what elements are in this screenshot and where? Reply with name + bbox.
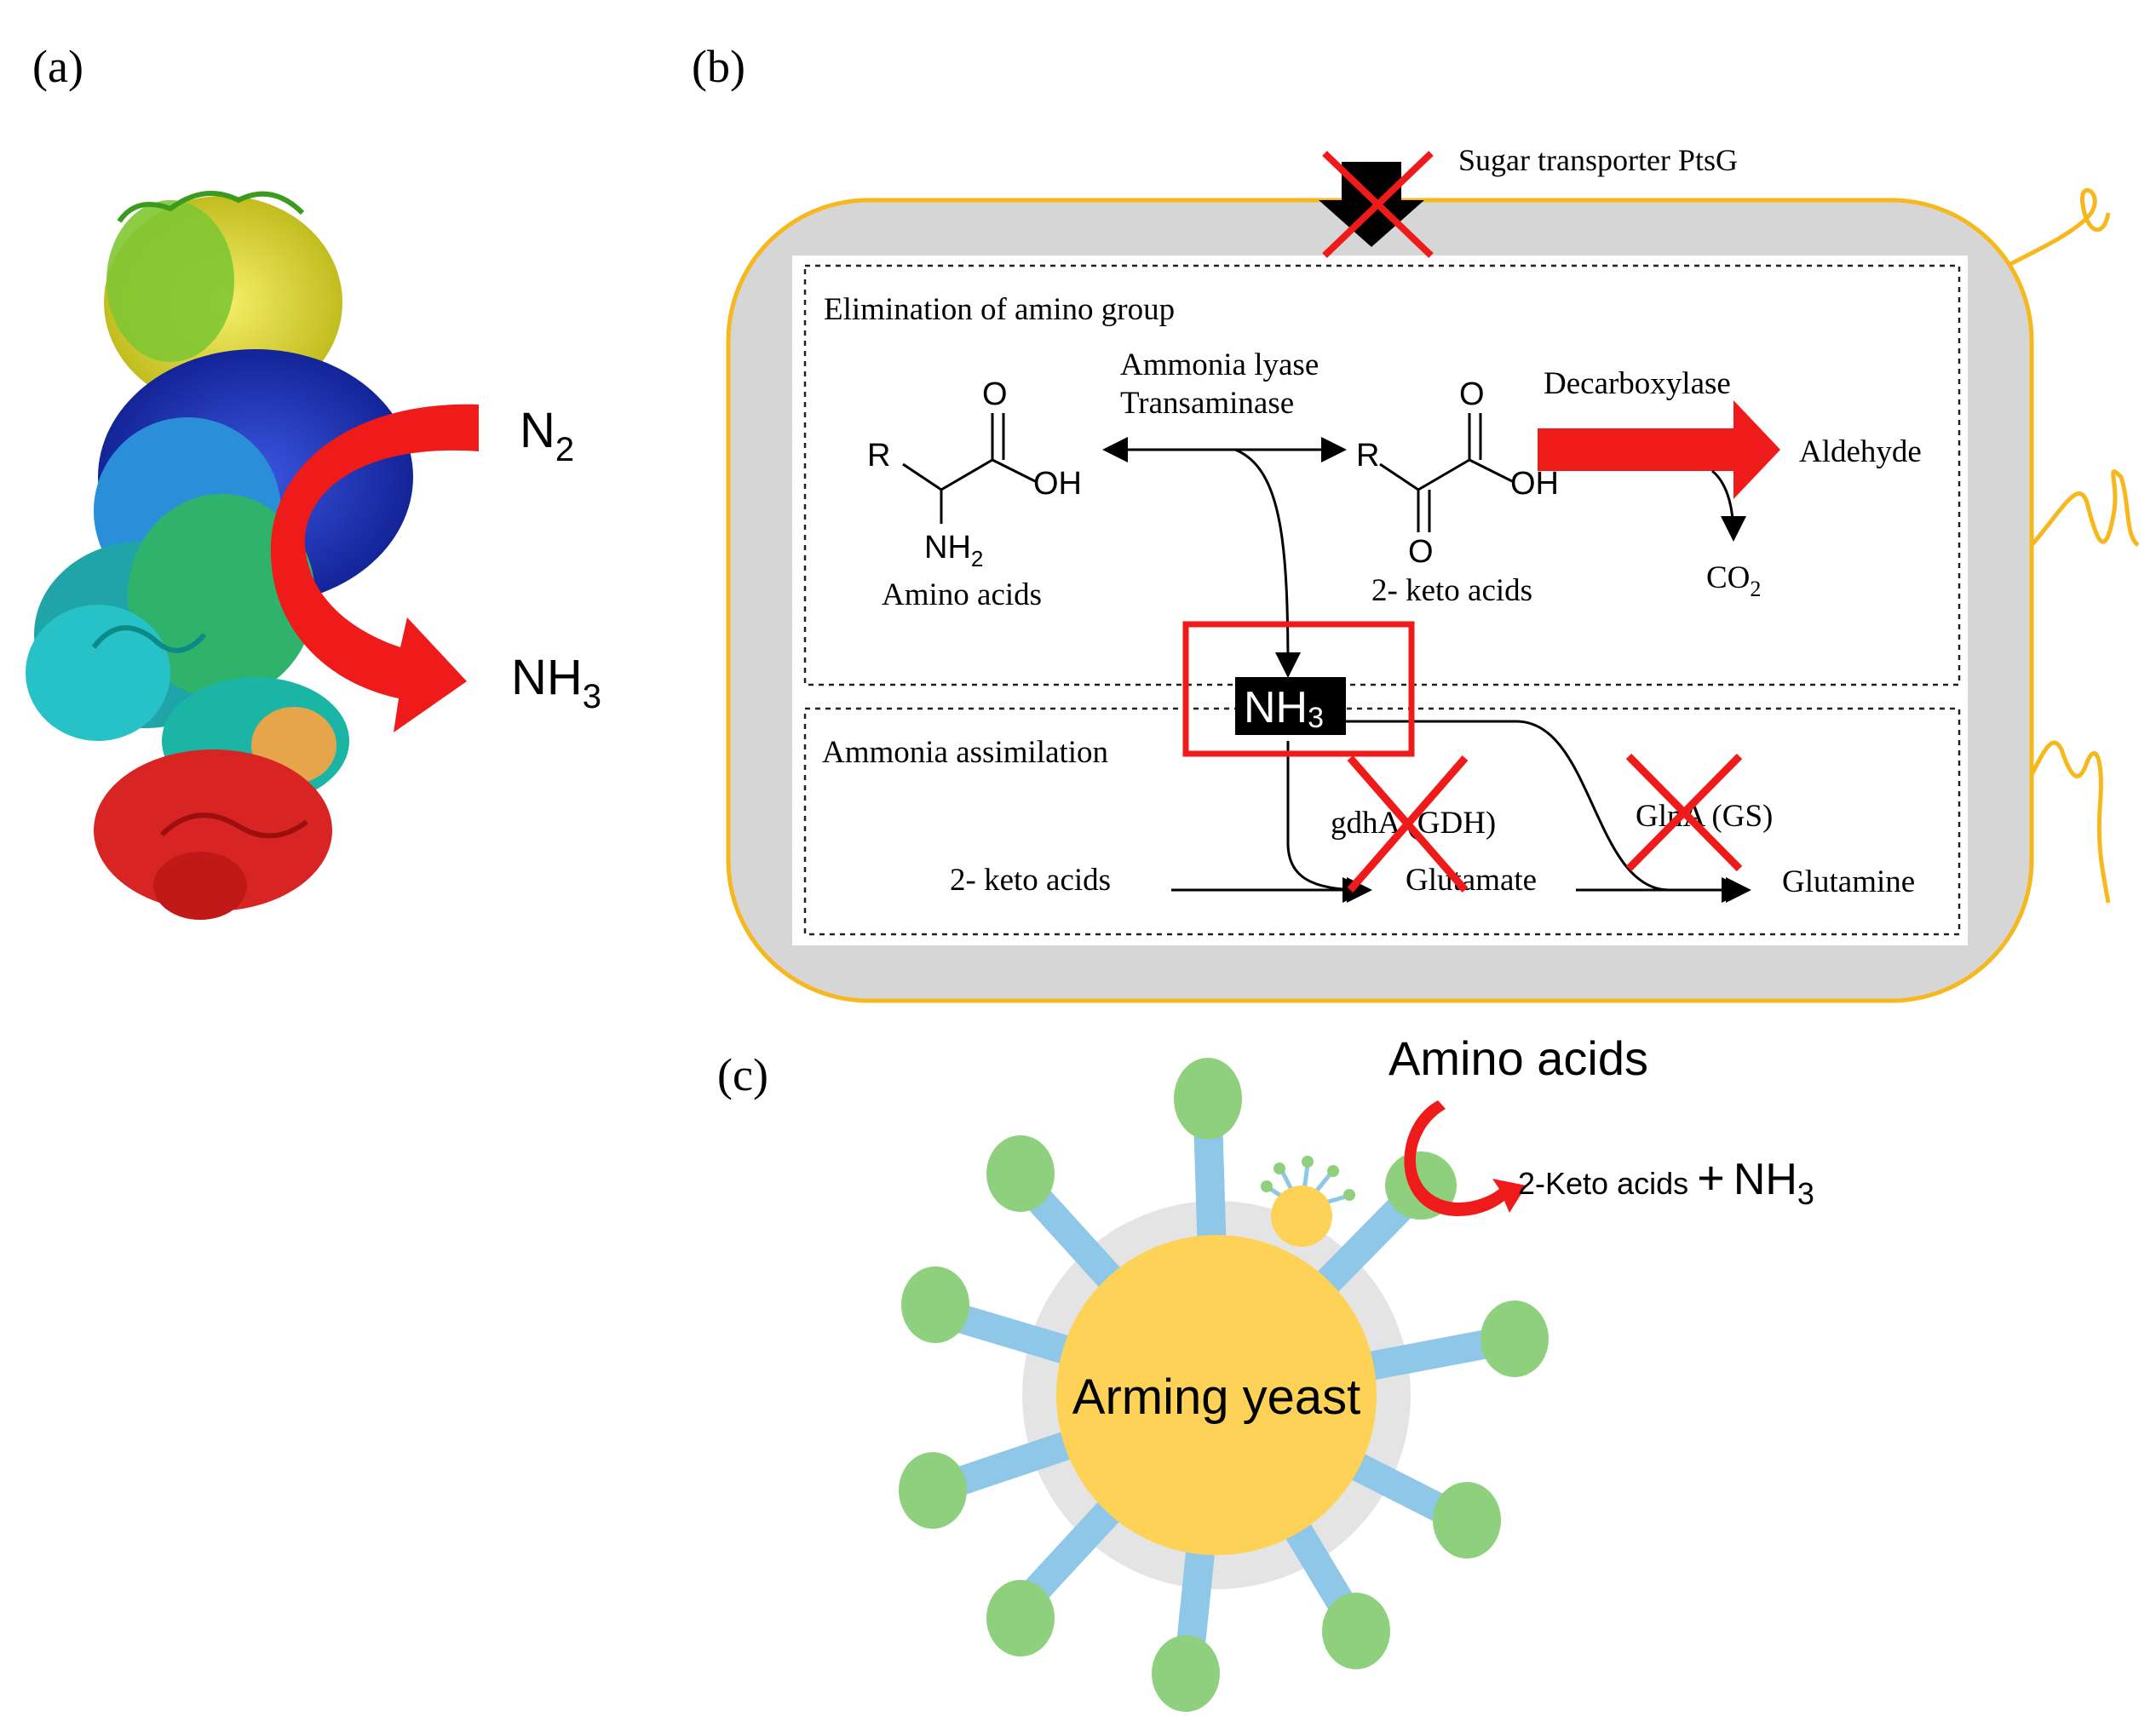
yeast-amino-acids-label: Amino acids (1388, 1031, 1648, 1085)
atom-r: R (867, 438, 890, 474)
gs-flow-line (1329, 720, 1747, 903)
enzyme-head (1433, 1482, 1501, 1559)
yeast-products: 2-Keto acids+NH3 (1518, 1151, 1814, 1211)
assimilation-keto-acids: 2- keto acids (950, 863, 1111, 898)
elimination-box (803, 264, 1961, 686)
decarboxylase-label: Decarboxylase (1544, 366, 1731, 401)
nh3-badge-label: NH3 (1244, 683, 1324, 734)
yeast-bud (1261, 1156, 1355, 1247)
enzyme-head (1480, 1300, 1549, 1377)
flagellum (2030, 469, 2140, 548)
arming-yeast-label: Arming yeast (1072, 1369, 1360, 1425)
enzyme-head (986, 1135, 1055, 1212)
n2-to-nh3-arrow (270, 404, 479, 732)
atom-o: O (1408, 534, 1434, 570)
atom-o: O (1459, 376, 1485, 412)
gdh-knockout-cross-icon (1347, 755, 1469, 893)
transaminase-label: Transaminase (1120, 386, 1294, 421)
enzyme-head (899, 1452, 967, 1529)
panel-a-label: (a) (32, 41, 83, 92)
amino-acids-caption: Amino acids (882, 577, 1042, 612)
elimination-title: Elimination of amino group (824, 292, 1175, 327)
enzyme-head (1322, 1593, 1390, 1669)
nh3-highlight-frame (1182, 621, 1415, 757)
pathway-panel (792, 256, 1968, 945)
protein-structure (26, 191, 413, 920)
ammonia-lyase-label: Ammonia lyase (1120, 347, 1319, 382)
atom-oh: OH (1510, 466, 1559, 502)
co2-release-arrow (1711, 469, 1746, 542)
enzyme-head (901, 1266, 969, 1343)
enzyme-head (1152, 1635, 1220, 1712)
flagellum (2029, 740, 2111, 904)
transporter-label: Sugar transporter PtsG (1458, 143, 1738, 177)
transporter-blocked-cross-icon (1322, 151, 1434, 258)
atom-oh: OH (1033, 466, 1082, 502)
nh3-badge (1235, 677, 1346, 735)
keto-acid-structure: R O OH O (1356, 376, 1559, 570)
arming-yeast: Arming yeast (899, 1058, 1549, 1712)
glutamate-label: Glutamate (1406, 863, 1537, 898)
yeast-reaction-arrow (1404, 1100, 1526, 1216)
enzyme-head (1174, 1058, 1242, 1140)
panel-c-label: (c) (717, 1049, 768, 1100)
assimilation-box (803, 707, 1961, 936)
panel-b-label: (b) (692, 41, 745, 92)
atom-nh2: NH2 (924, 530, 983, 571)
atom-r: R (1356, 438, 1379, 474)
decarboxylase-arrow (1538, 400, 1780, 499)
nh3-label-a: NH3 (511, 650, 601, 715)
gs-knockout-cross-icon (1625, 753, 1743, 872)
enzyme-head (986, 1580, 1055, 1656)
co2-label: CO2 (1706, 560, 1761, 601)
glutamine-label: Glutamine (1782, 864, 1915, 899)
amino-acid-structure: R O OH NH2 (867, 376, 1082, 571)
keto-acids-caption: 2- keto acids (1371, 573, 1532, 608)
yeast-core (1056, 1235, 1377, 1555)
assimilation-title: Ammonia assimilation (822, 735, 1108, 770)
bacterial-cell (726, 187, 2140, 1003)
atom-o: O (982, 376, 1008, 412)
n2-label: N2 (520, 403, 574, 468)
aldehyde-label: Aldehyde (1799, 434, 1922, 469)
flagellum (2009, 187, 2111, 267)
